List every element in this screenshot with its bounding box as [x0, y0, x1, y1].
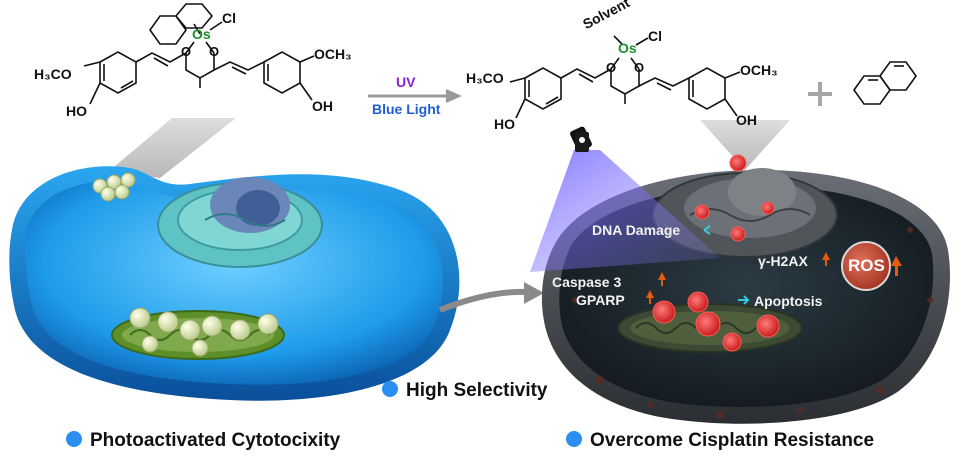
reactant-o-atoms: O O [181, 44, 219, 59]
ros-label: ROS [848, 256, 885, 275]
up-arrow-icons [646, 252, 902, 304]
ros-bubble [841, 241, 891, 291]
flashlight-icon [575, 132, 589, 152]
svg-text:O: O [209, 44, 219, 59]
reactant-och3-label: OCH₃ [314, 46, 352, 62]
legend-photoactivated: Photoactivated Cytotocixity [66, 430, 340, 452]
reactant-ho-label: HO [66, 103, 87, 119]
legend-high-selectivity: High Selectivity [382, 380, 548, 402]
reactant-os-label: Os [192, 26, 211, 42]
transition-arrow [438, 282, 544, 313]
legend-dot-icon [382, 381, 398, 397]
svg-text:O: O [181, 44, 191, 59]
h2ax-label: γ-H2AX [758, 253, 808, 269]
svg-text:O: O [606, 60, 616, 75]
legend-dot-icon [566, 431, 582, 447]
product-o-atoms: O O [606, 60, 644, 75]
legend-dot-icon [66, 431, 82, 447]
activated-complex-particles [652, 154, 780, 352]
healthy-cell [9, 166, 460, 401]
product-cl-label: Cl [648, 28, 662, 44]
product-ho-label: HO [494, 116, 515, 132]
legend-overcome: Overcome Cisplatin Resistance [566, 430, 874, 452]
osmium-complex-beads [92, 172, 279, 357]
caspase-label: Caspase 3 [552, 274, 622, 290]
plus-icon [808, 82, 832, 106]
left-callout-cone [108, 118, 236, 178]
apoptosis-label: Apoptosis [754, 293, 823, 309]
biphenyl-structure [853, 61, 917, 105]
right-callout-cone [700, 120, 790, 170]
legend-high-selectivity-text: High Selectivity [406, 380, 548, 401]
svg-text:O: O [634, 60, 644, 75]
reactant-h3co-label: H₃CO [34, 66, 72, 82]
reactant-structure [83, 3, 315, 105]
product-structure [509, 35, 741, 119]
product-och3-label: OCH₃ [740, 62, 778, 78]
legend-overcome-text: Overcome Cisplatin Resistance [590, 430, 875, 451]
reactant-oh-label: OH [312, 98, 333, 114]
reactant-cl-label: Cl [222, 10, 236, 26]
indicator-arrows [703, 225, 750, 305]
dna-damage-label: DNA Damage [592, 222, 681, 238]
product-os-label: Os [618, 40, 637, 56]
product-h3co-label: H₃CO [466, 70, 504, 86]
product-oh-label: OH [736, 112, 757, 128]
legend-photoactivated-text: Photoactivated Cytotocixity [90, 430, 341, 451]
blue-light-label: Blue Light [372, 101, 441, 117]
reaction-arrow [368, 89, 462, 103]
uv-label: UV [396, 74, 416, 90]
gparp-label: GPARP [576, 292, 625, 308]
